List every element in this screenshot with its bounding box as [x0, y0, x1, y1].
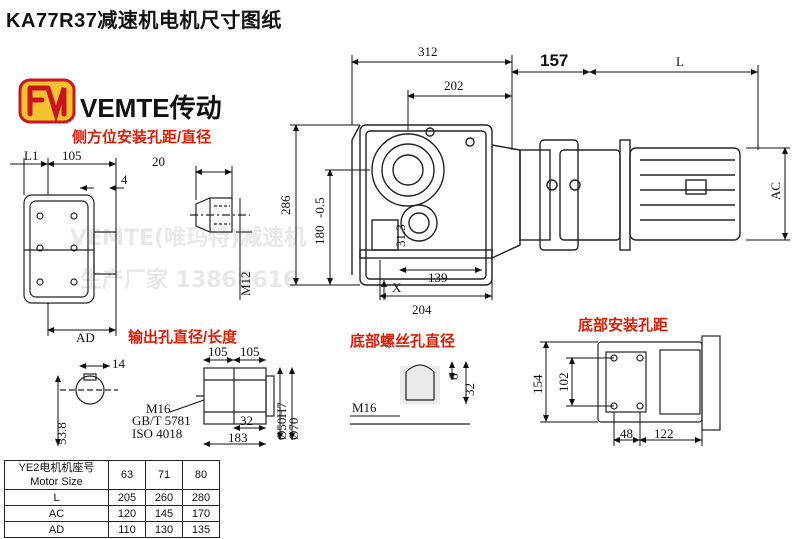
table-row: L 205 260 280: [4, 489, 220, 506]
dim-M12: M12: [238, 271, 253, 296]
dim-122: 122: [654, 426, 674, 441]
dim-105-bore-b: 105: [240, 344, 260, 359]
table-header-cell: 71: [145, 460, 183, 490]
output-bore-detail: [196, 367, 275, 425]
dim-20: 20: [152, 154, 165, 169]
dim-6: 6: [446, 373, 461, 380]
table-cell: 170: [182, 505, 220, 522]
main-gearbox-view: [351, 124, 741, 286]
table-cell: 280: [182, 489, 220, 506]
dim-180-tolerance: -0.5: [312, 197, 327, 218]
dim-48: 48: [620, 426, 633, 441]
brand-name: VEMTE传动: [80, 93, 222, 123]
label-side-holes: 侧方位安装孔距/直径: [72, 129, 212, 146]
dim-31-3: 31.3: [393, 224, 408, 247]
label-bottom-thread: 底部螺丝孔直径: [350, 333, 456, 350]
dim-AD: AD: [76, 330, 95, 345]
dim-32-thread: 32: [462, 383, 477, 396]
header-sub-label: Motor Size: [30, 476, 83, 488]
table-cell: 205: [108, 489, 146, 506]
table-cell: L: [4, 489, 109, 506]
label-output-bore: 输出孔直径/长度: [128, 329, 238, 346]
dim-312: 312: [418, 44, 438, 59]
table-header-cell: YE2电机机座号 Motor Size: [4, 460, 109, 490]
dim-157: 157: [540, 51, 568, 70]
table-cell: 130: [145, 521, 183, 538]
side-view: [23, 194, 117, 304]
dim-50-tolerance: H7: [274, 402, 289, 418]
label-bottom-mount: 底部安装孔距: [578, 317, 669, 334]
dim-32-bore: 32: [240, 413, 253, 428]
dim-50: Ø50: [274, 418, 289, 440]
bottom-mount-view: [597, 335, 721, 431]
page-title: KA77R37减速机电机尺寸图纸: [6, 10, 282, 32]
table-cell: 145: [145, 505, 183, 522]
table-row: AD 110 130 135: [4, 521, 220, 538]
dim-L1: L1: [24, 148, 38, 163]
dim-139: 139: [428, 270, 448, 285]
watermark-line-1: VEMTE(唯玛特)减速机: [70, 226, 307, 251]
dim-202: 202: [444, 78, 464, 93]
dim-204: 204: [412, 302, 432, 317]
table-cell: 260: [145, 489, 183, 506]
table-cell: 110: [108, 521, 146, 538]
table-header-cell: 63: [108, 460, 146, 490]
header-label: YE2电机机座号: [18, 462, 95, 474]
dim-180: 180: [312, 226, 327, 246]
dim-154: 154: [530, 374, 545, 394]
dim-53-8: 53.8: [54, 422, 69, 445]
dim-4: 4: [121, 172, 128, 187]
thread-M16-b: M16: [352, 400, 377, 415]
bottom-thread-detail: [350, 364, 470, 425]
table-cell: 120: [108, 505, 146, 522]
table-header-cell: 80: [182, 460, 220, 490]
dim-105-bore-a: 105: [208, 344, 228, 359]
brand-logo-icon: [18, 78, 76, 124]
table-row: AC 120 145 170: [4, 505, 220, 522]
dim-L: L: [676, 54, 684, 69]
table-cell: AD: [4, 521, 109, 538]
table-header-row: YE2电机机座号 Motor Size 63 71 80: [4, 460, 220, 490]
dim-105-side: 105: [62, 148, 82, 163]
table-cell: 135: [182, 521, 220, 538]
dim-14: 14: [112, 356, 126, 371]
dim-102: 102: [556, 373, 571, 393]
dim-183: 183: [228, 430, 248, 445]
table-cell: AC: [4, 505, 109, 522]
dim-AC: AC: [768, 182, 783, 200]
dim-X: X: [392, 280, 402, 295]
bolt-detail: [190, 197, 250, 233]
dim-70: Ø70: [286, 418, 301, 440]
keyway-detail: [60, 373, 118, 405]
dim-286: 286: [278, 195, 293, 215]
thread-M16-a: M16: [146, 401, 171, 416]
standard-iso: ISO 4018: [132, 426, 182, 441]
motor-size-table: YE2电机机座号 Motor Size 63 71 80 L 205 260 2…: [4, 460, 220, 538]
standard-gbt: GB/T 5781: [132, 413, 191, 428]
